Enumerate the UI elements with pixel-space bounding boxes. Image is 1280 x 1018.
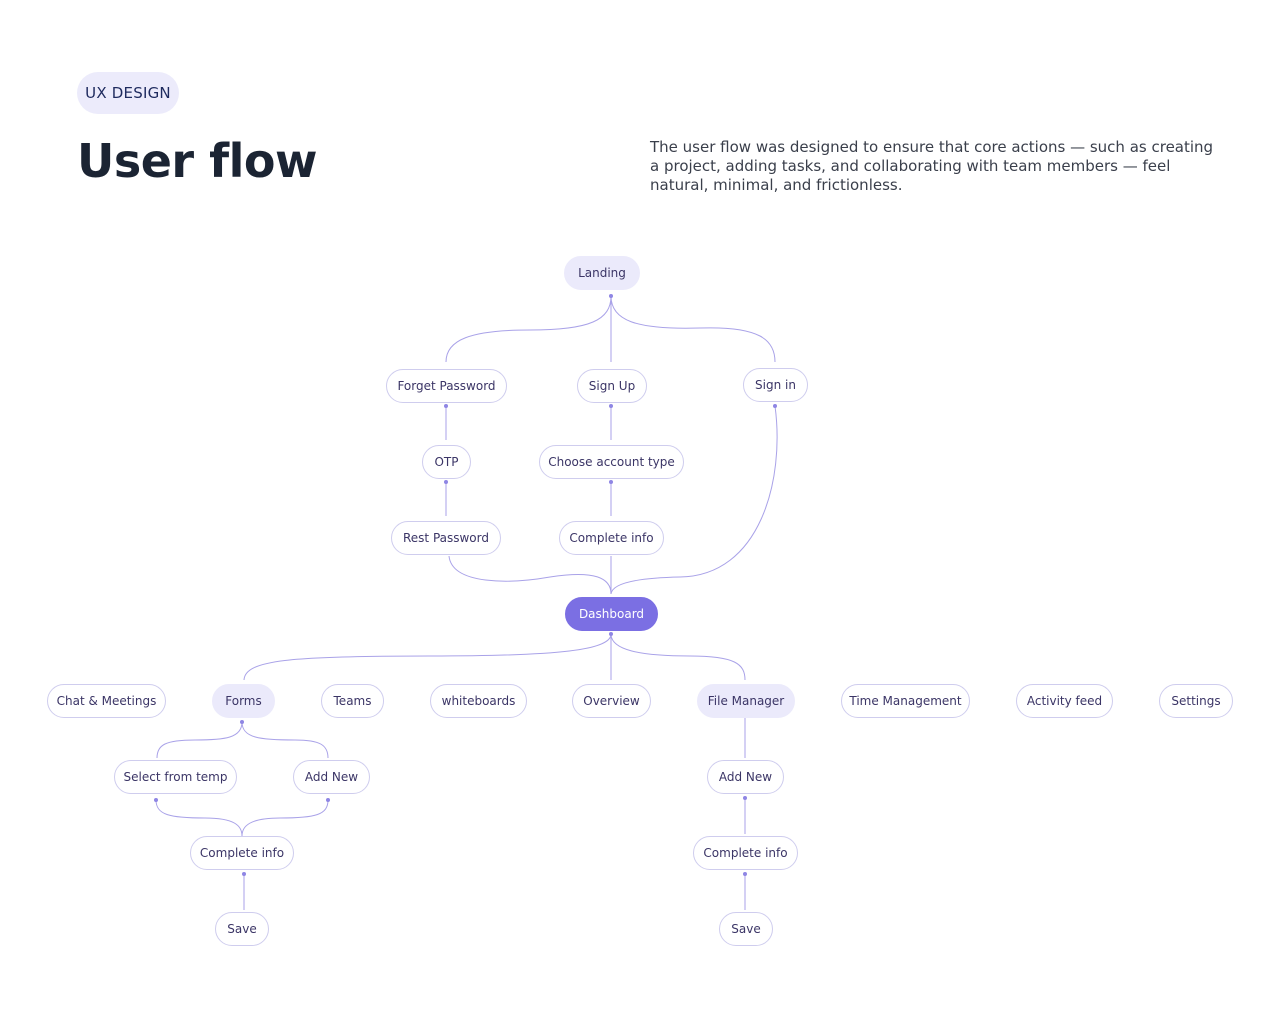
port-forms (240, 720, 244, 724)
node-sign-up[interactable]: Sign Up (577, 369, 647, 403)
edge-landing-sign-in (610, 295, 776, 363)
edge-forms-select (156, 721, 243, 759)
port-dashboard (609, 632, 613, 636)
port-landing (609, 294, 613, 298)
node-dashboard[interactable]: Dashboard (565, 597, 658, 631)
node-file-manager[interactable]: File Manager (697, 684, 795, 718)
node-forms-add-new[interactable]: Add New (293, 760, 370, 794)
node-settings[interactable]: Settings (1159, 684, 1233, 718)
edge-forms-addnew (241, 721, 329, 759)
node-fm-complete-info[interactable]: Complete info (693, 836, 798, 870)
edge-dashboard-file-manager (610, 633, 746, 681)
node-landing[interactable]: Landing (564, 256, 640, 290)
node-otp[interactable]: OTP (422, 445, 471, 479)
node-chat-meetings[interactable]: Chat & Meetings (47, 684, 166, 718)
node-choose-account-type[interactable]: Choose account type (539, 445, 684, 479)
port-select (154, 798, 158, 802)
edge-rest-dashboard (448, 555, 612, 595)
node-forget-password[interactable]: Forget Password (386, 369, 507, 403)
port-choose (609, 480, 613, 484)
edge-dashboard-forms (243, 633, 612, 681)
port-forms-complete (242, 872, 246, 876)
page-title: User flow (77, 134, 318, 188)
port-otp (444, 480, 448, 484)
node-complete-info[interactable]: Complete info (559, 521, 664, 555)
node-sign-in[interactable]: Sign in (743, 368, 808, 402)
port-fm-addnew (743, 796, 747, 800)
node-fm-save[interactable]: Save (719, 912, 773, 946)
port-signin (773, 404, 777, 408)
port-fm-complete (743, 872, 747, 876)
edge-addnew-complete (241, 799, 329, 837)
edge-select-complete (155, 799, 243, 837)
port-signup (609, 404, 613, 408)
node-forms[interactable]: Forms (212, 684, 275, 718)
port-forget (444, 404, 448, 408)
node-activity-feed[interactable]: Activity feed (1016, 684, 1113, 718)
node-forms-select-from-temp[interactable]: Select from temp (114, 760, 237, 794)
section-badge: UX DESIGN (77, 72, 179, 114)
node-time-management[interactable]: Time Management (841, 684, 970, 718)
page-description: The user flow was designed to ensure tha… (650, 138, 1214, 194)
node-overview[interactable]: Overview (572, 684, 651, 718)
node-forms-save[interactable]: Save (215, 912, 269, 946)
node-rest-password[interactable]: Rest Password (391, 521, 501, 555)
node-fm-add-new[interactable]: Add New (707, 760, 784, 794)
edge-signin-dashboard (610, 405, 778, 595)
node-forms-complete-info[interactable]: Complete info (190, 836, 294, 870)
node-teams[interactable]: Teams (321, 684, 384, 718)
edge-landing-forget-password (445, 295, 612, 363)
node-whiteboards[interactable]: whiteboards (430, 684, 527, 718)
port-addnew (326, 798, 330, 802)
